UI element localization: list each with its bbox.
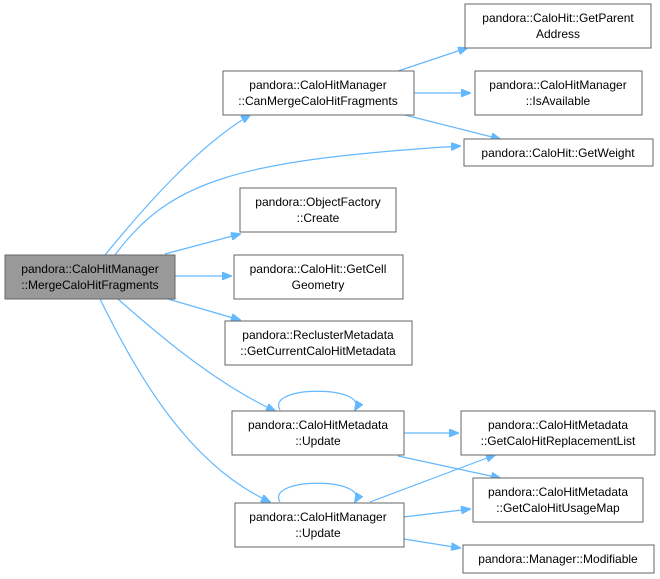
node-label-line-1: pandora::CaloHitManager xyxy=(249,78,386,92)
node-get-calo-hit-replacement-list[interactable]: pandora::CaloHitMetadata ::GetCaloHitRep… xyxy=(460,410,656,456)
node-get-parent-address[interactable]: pandora::CaloHit::GetParent Address xyxy=(464,3,652,49)
node-label-line-1: pandora::CaloHit::GetWeight xyxy=(481,146,635,160)
edge-merge-to-mgr-update xyxy=(99,298,270,502)
edge-merge-to-create xyxy=(164,234,240,255)
node-label-line-2: Geometry xyxy=(292,278,345,292)
node-label-line-1: pandora::CaloHitMetadata xyxy=(488,418,628,432)
node-label-line-1: pandora::ReclusterMetadata xyxy=(242,328,394,342)
edge-merge-to-get-current-meta xyxy=(167,298,240,320)
node-label-line-1: pandora::CaloHitManager xyxy=(249,510,386,524)
edge-merge-to-meta-update xyxy=(117,298,275,411)
node-label-line-2: ::Update xyxy=(295,434,341,448)
node-label-line-1: pandora::CaloHitManager xyxy=(489,78,626,92)
node-get-cell-geometry[interactable]: pandora::CaloHit::GetCell Geometry xyxy=(233,254,404,300)
node-label-line-2: ::CanMergeCaloHitFragments xyxy=(238,94,397,108)
node-label-line-1: pandora::CaloHitMetadata xyxy=(248,418,388,432)
node-label-line-1: pandora::CaloHitManager xyxy=(21,262,158,276)
edge-meta-update-to-usage-map xyxy=(397,455,500,478)
node-label-line-2: ::GetCaloHitReplacementList xyxy=(481,434,636,448)
node-label-line-2: ::IsAvailable xyxy=(526,94,591,108)
edge-meta-update-self xyxy=(277,390,357,410)
edge-mgr-update-to-usage-map xyxy=(403,509,470,518)
edge-can-merge-to-get-parent xyxy=(397,48,467,72)
node-object-factory-create[interactable]: pandora::ObjectFactory ::Create xyxy=(239,187,397,233)
node-merge-calo-hit-fragments[interactable]: pandora::CaloHitManager ::MergeCaloHitFr… xyxy=(4,254,176,300)
node-label-line-1: pandora::CaloHit::GetParent xyxy=(482,11,634,25)
node-label-line-2: ::GetCurrentCaloHitMetadata xyxy=(240,344,396,358)
node-label-line-2: ::GetCaloHitUsageMap xyxy=(496,501,620,515)
node-calo-hit-manager-update[interactable]: pandora::CaloHitManager ::Update xyxy=(234,502,405,548)
edge-mgr-update-to-modifiable xyxy=(403,538,460,548)
edge-mgr-update-self xyxy=(277,482,357,502)
edge-merge-to-get-weight xyxy=(114,146,460,256)
node-label-line-1: pandora::Manager::Modifiable xyxy=(478,552,638,566)
node-get-weight[interactable]: pandora::CaloHit::GetWeight xyxy=(463,138,654,167)
edge-can-merge-to-get-weight xyxy=(404,114,500,139)
edge-merge-to-can-merge xyxy=(104,115,250,256)
node-label-line-1: pandora::CaloHit::GetCell xyxy=(250,262,387,276)
node-manager-modifiable[interactable]: pandora::Manager::Modifiable xyxy=(462,544,655,574)
node-calo-hit-metadata-update[interactable]: pandora::CaloHitMetadata ::Update xyxy=(231,410,405,456)
node-label-line-1: pandora::CaloHitMetadata xyxy=(488,485,628,499)
node-can-merge-calo-hit-fragments[interactable]: pandora::CaloHitManager ::CanMergeCaloHi… xyxy=(222,70,415,116)
node-is-available[interactable]: pandora::CaloHitManager ::IsAvailable xyxy=(474,70,643,116)
node-get-current-calo-hit-metadata[interactable]: pandora::ReclusterMetadata ::GetCurrentC… xyxy=(224,320,413,366)
node-label-line-2: ::Update xyxy=(295,526,341,540)
edge-mgr-update-to-replacement-list xyxy=(369,455,495,503)
node-label-line-1: pandora::ObjectFactory xyxy=(255,195,380,209)
node-label-line-2: ::MergeCaloHitFragments xyxy=(21,278,158,292)
node-label-line-2: ::Create xyxy=(297,211,340,225)
edges xyxy=(99,48,500,548)
node-get-calo-hit-usage-map[interactable]: pandora::CaloHitMetadata ::GetCaloHitUsa… xyxy=(472,477,644,523)
node-label-line-2: Address xyxy=(536,27,580,41)
